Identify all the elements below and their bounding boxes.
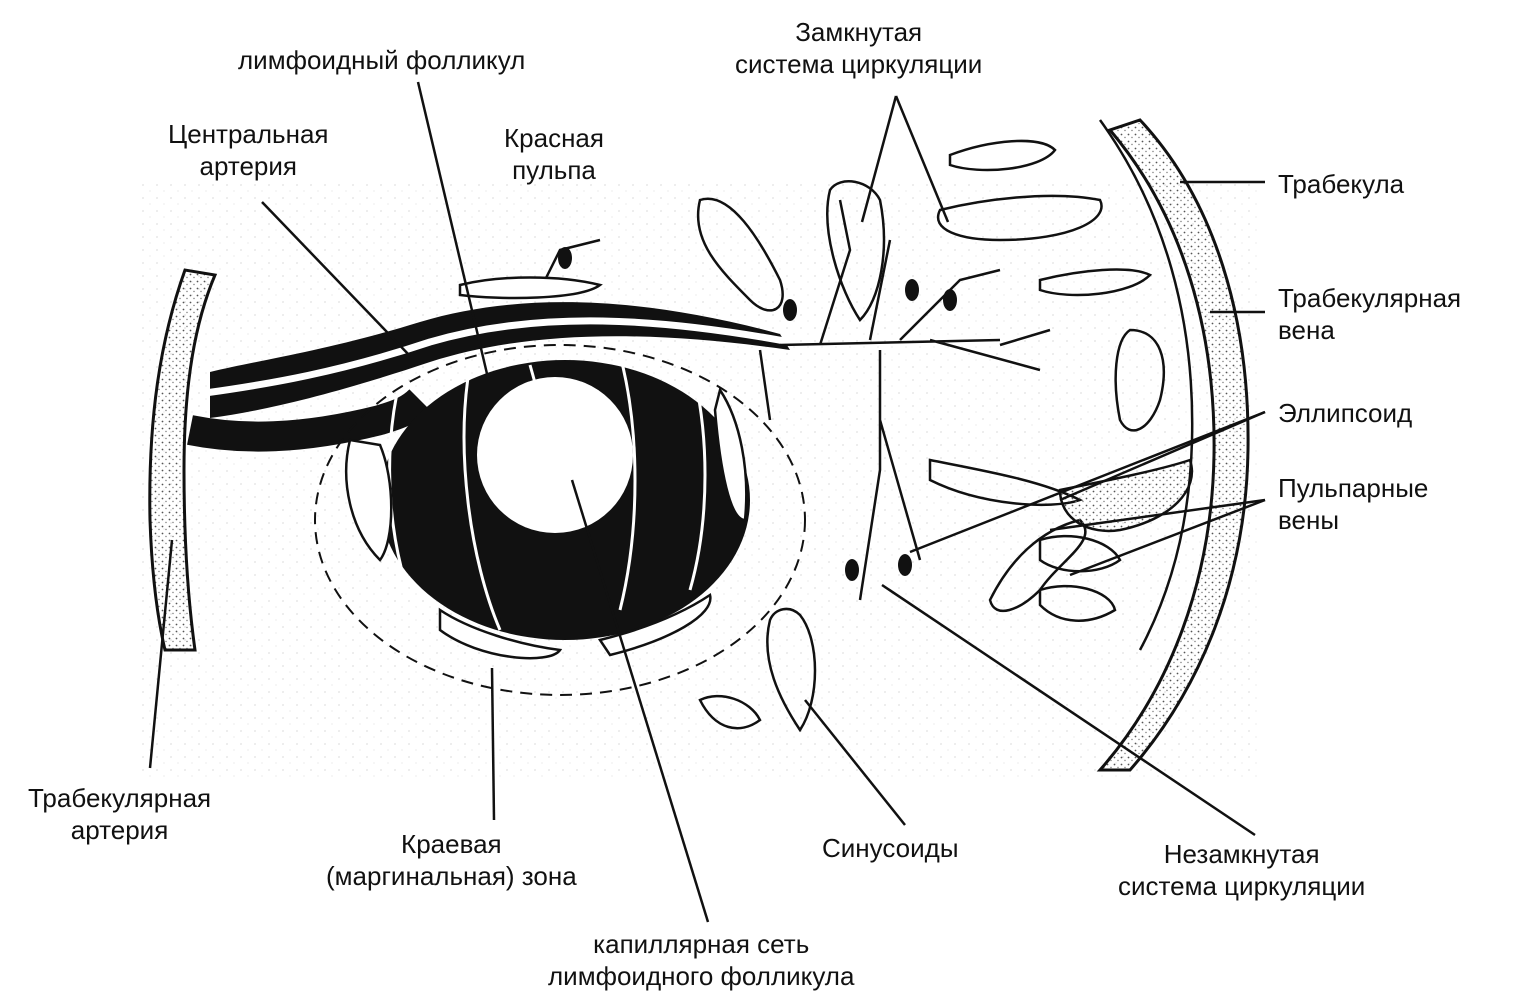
right-trabecula xyxy=(1096,118,1250,772)
label-sinusoids: Синусоиды xyxy=(822,832,959,864)
label-pulp-veins-line2: вены xyxy=(1278,505,1340,535)
label-pulp-veins: Пульпарные вены xyxy=(1278,472,1428,536)
label-trabecular-artery: Трабекулярная артерия xyxy=(28,782,211,846)
penicillar-vessels xyxy=(538,199,1051,601)
label-capillary-network-line2: лимфоидного фолликула xyxy=(548,961,855,991)
leader-lines xyxy=(148,81,1266,923)
label-central-artery-line1: Центральная xyxy=(168,119,329,149)
label-lymphoid-follicle-text: лимфоидный фолликул xyxy=(238,45,526,75)
label-marginal-zone: Краевая (маргинальная) зона xyxy=(326,828,577,892)
label-red-pulp-line2: пульпа xyxy=(512,155,596,185)
marginal-zone-ring xyxy=(314,344,806,696)
label-open-circulation: Незамкнутая система циркуляции xyxy=(1118,838,1365,902)
label-trabecular-artery-line2: артерия xyxy=(70,815,169,845)
label-marginal-zone-line2: (маргинальная) зона xyxy=(326,861,577,891)
label-trabecula: Трабекула xyxy=(1278,168,1404,200)
label-sinusoids-text: Синусоиды xyxy=(822,833,959,863)
label-closed-circulation: Замкнутая система циркуляции xyxy=(735,16,982,80)
label-red-pulp-line1: Красная xyxy=(504,123,604,153)
label-closed-circulation-line1: Замкнутая xyxy=(795,17,923,47)
label-marginal-zone-line1: Краевая xyxy=(401,829,502,859)
left-trabecula xyxy=(148,268,218,652)
label-open-circulation-line2: система циркуляции xyxy=(1118,871,1366,901)
label-trabecular-vein: Трабекулярная вена xyxy=(1278,282,1461,346)
germinal-center xyxy=(477,377,633,533)
label-central-artery: Центральная артерия xyxy=(168,118,329,182)
sinusoids xyxy=(696,139,1165,733)
central-artery xyxy=(210,302,790,418)
label-closed-circulation-line2: система циркуляции xyxy=(735,49,983,79)
label-lymphoid-follicle: лимфоидный фолликул xyxy=(238,44,525,76)
label-capillary-network: капиллярная сеть лимфоидного фолликула xyxy=(548,928,854,992)
label-ellipsoid: Эллипсоид xyxy=(1278,397,1412,429)
label-red-pulp: Красная пульпа xyxy=(504,122,604,186)
label-ellipsoid-text: Эллипсоид xyxy=(1278,398,1413,428)
label-central-artery-line2: артерия xyxy=(199,151,298,181)
ellipsoid-nodes xyxy=(558,247,957,581)
label-open-circulation-line1: Незамкнутая xyxy=(1163,839,1320,869)
marginal-sinus-outlines xyxy=(345,276,748,660)
trabecular-artery-branch xyxy=(187,389,431,452)
label-trabecular-vein-line2: вена xyxy=(1278,315,1335,345)
right-trabecula-inner xyxy=(1098,119,1194,651)
label-pulp-veins-line1: Пульпарные xyxy=(1278,473,1429,503)
label-capillary-network-line1: капиллярная сеть xyxy=(593,929,810,959)
label-trabecular-artery-line1: Трабекулярная xyxy=(28,783,212,813)
label-trabecular-vein-line1: Трабекулярная xyxy=(1278,283,1462,313)
label-trabecula-text: Трабекула xyxy=(1278,169,1405,199)
central-artery-lumen xyxy=(204,317,791,397)
